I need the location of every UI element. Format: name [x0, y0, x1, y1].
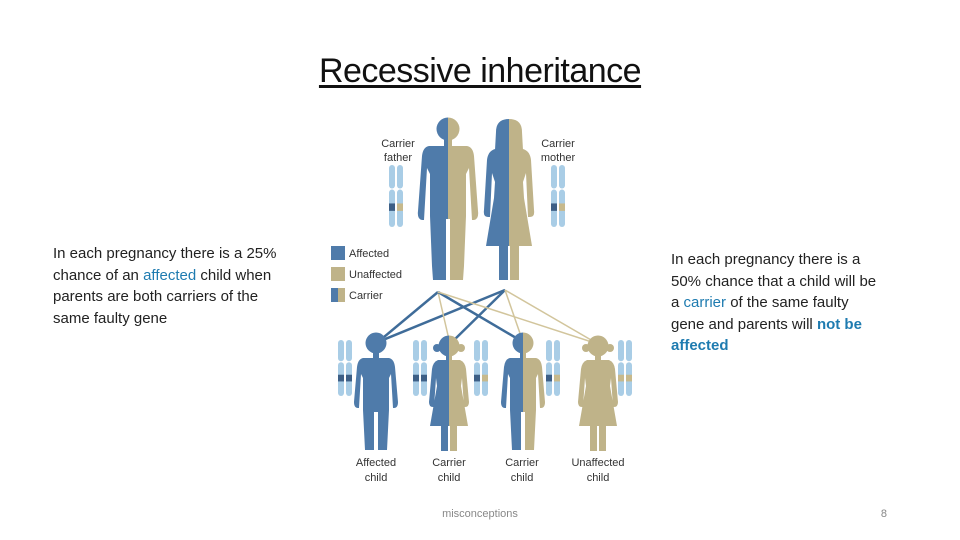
- father-line-2: [437, 291, 451, 345]
- unaffected-child-figure: [578, 335, 618, 451]
- legend-carrier-label: Carrier: [349, 290, 383, 302]
- carrier-child-figure-2: [501, 332, 545, 450]
- child1-silhouette: [354, 332, 398, 450]
- child2-chromosomes-left: [474, 340, 480, 396]
- child1-chromosomes-b-right: [421, 340, 427, 396]
- mother-figure: [483, 119, 535, 280]
- legend-unaffected-swatch: [331, 267, 345, 281]
- child2-unaffected-half: [449, 335, 469, 451]
- right-text-prefix: In each pregnancy there is a 50% chance …: [671, 251, 877, 312]
- child1-label-line2: child: [365, 472, 388, 484]
- mother-chromosomes-left: [551, 165, 557, 227]
- child2-chromosomes-right: [482, 340, 488, 396]
- child2-label-line1: Carrier: [432, 457, 466, 469]
- legend-affected-label: Affected: [349, 248, 389, 260]
- mother-unaffected-half: [509, 119, 535, 280]
- mother-line-4: [504, 289, 599, 345]
- left-text-suffix: child when parents are both carriers of …: [53, 266, 272, 327]
- child1-chromosomes-a-right: [346, 340, 352, 396]
- mother-chromosomes-right: [559, 165, 565, 227]
- left-text-prefix: In each pregnancy there is a 25% chance …: [53, 245, 277, 284]
- legend: Affected Unaffected Carrier: [331, 246, 402, 302]
- child4-label-line2: child: [587, 472, 610, 484]
- father-unaffected-half: [448, 117, 479, 280]
- father-line-1: [377, 291, 439, 343]
- child4-silhouette: [578, 335, 618, 451]
- legend-affected-swatch: [331, 246, 345, 260]
- child4-label-line1: Unaffected: [571, 457, 624, 469]
- right-text-highlight2: not be affected: [671, 315, 862, 355]
- right-text-middle: of the same faulty gene and parents will: [671, 294, 849, 333]
- child4-chromosomes-right: [626, 340, 632, 396]
- mother-line-2: [449, 289, 506, 345]
- mother-label-line1: Carrier: [541, 138, 575, 150]
- child3-label-line2: child: [511, 472, 534, 484]
- father-chromosomes-right: [397, 165, 403, 227]
- father-line-3: [437, 290, 524, 344]
- child1-chromosomes-a-left: [338, 340, 344, 396]
- right-text-highlight: carrier: [683, 294, 727, 312]
- page-number: 8: [880, 508, 887, 520]
- legend-carrier-swatch-left: [331, 288, 338, 302]
- mother-line-1: [377, 288, 506, 344]
- child1-label-line1: Affected: [356, 457, 396, 469]
- mother-label-line2: mother: [541, 152, 576, 164]
- left-explanation: In each pregnancy there is a 25% chance …: [53, 243, 293, 329]
- child4-chromosomes-left: [618, 340, 624, 396]
- legend-carrier-swatch-right: [338, 288, 345, 302]
- chromosomes: [338, 165, 632, 396]
- right-explanation: In each pregnancy there is a 50% chance …: [671, 249, 886, 357]
- left-text-highlight: affected: [143, 266, 197, 284]
- child3-chromosomes-right: [554, 340, 560, 396]
- legend-unaffected-label: Unaffected: [349, 269, 402, 281]
- carrier-child-figure-1: [429, 335, 469, 451]
- slide-title: Recessive inheritance: [318, 52, 642, 90]
- father-chromosomes-left: [389, 165, 395, 227]
- footer-text: misconceptions: [442, 508, 518, 520]
- father-label-line2: father: [384, 152, 412, 164]
- child3-unaffected-half: [523, 332, 545, 450]
- child1-chromosomes-b-left: [413, 340, 419, 396]
- child2-label-line2: child: [438, 472, 461, 484]
- father-line-4: [437, 291, 599, 345]
- affected-child-figure: [354, 332, 398, 450]
- father-figure: [417, 117, 479, 280]
- father-label-line1: Carrier: [381, 138, 415, 150]
- child3-chromosomes-left: [546, 340, 552, 396]
- child3-label-line1: Carrier: [505, 457, 539, 469]
- inheritance-lines: [377, 288, 599, 345]
